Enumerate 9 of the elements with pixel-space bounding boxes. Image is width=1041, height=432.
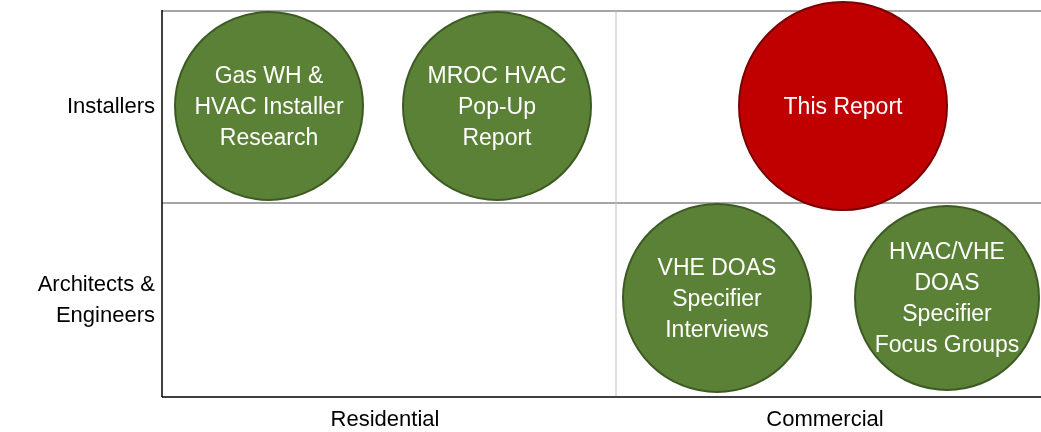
row-label: Architects & Engineers <box>36 270 155 329</box>
node-label: VHE DOAS Specifier Interviews <box>656 252 778 344</box>
column-label: Residential <box>329 405 441 432</box>
column-label: Commercial <box>765 405 885 432</box>
node-label: MROC HVAC Pop-Up Report <box>427 60 567 152</box>
node-label: Gas WH & HVAC Installer Research <box>194 60 344 152</box>
row-label: Installers <box>65 92 155 120</box>
node-label: HVAC/VHE DOAS Specifier Focus Groups <box>873 237 1021 359</box>
node-label: This Report <box>782 91 904 121</box>
